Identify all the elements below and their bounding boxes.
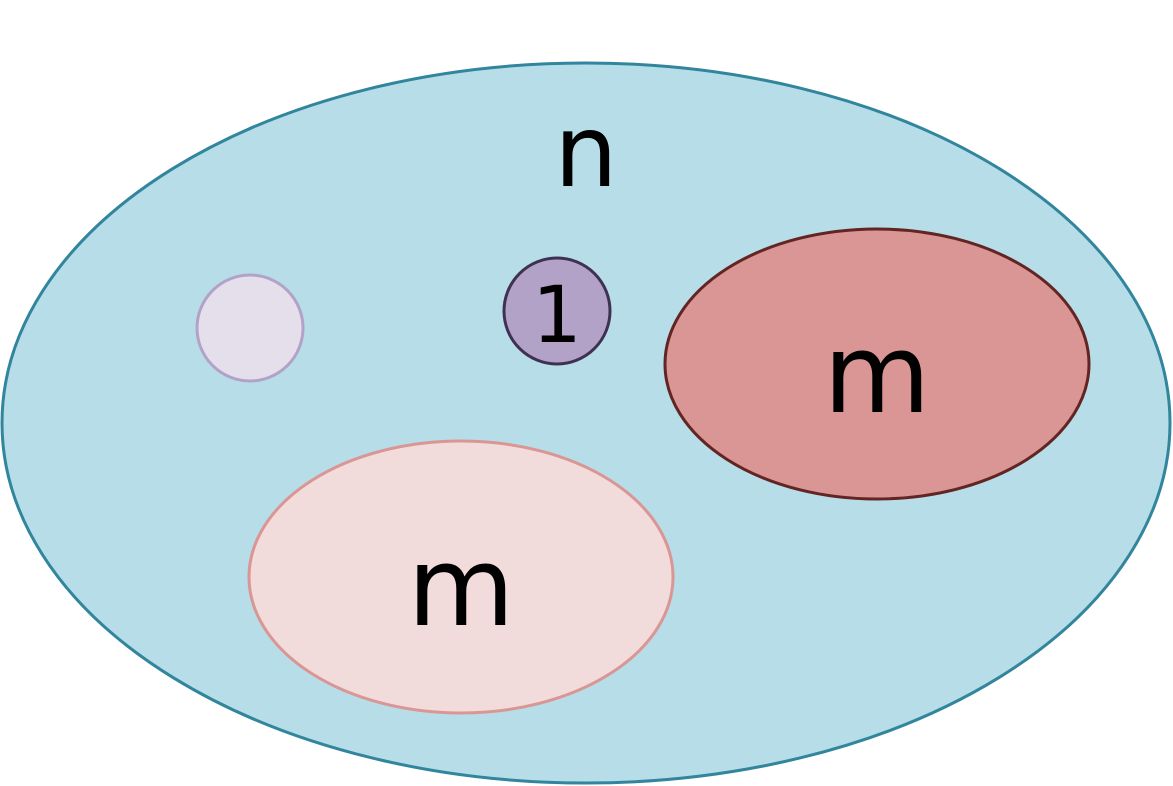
empty-small-circle (195, 273, 305, 383)
single-element-label: 1 (532, 271, 582, 361)
lower-subset-label: m (407, 523, 514, 651)
lower-subset-ellipse (247, 439, 675, 715)
right-subset-ellipse (663, 227, 1091, 501)
right-subset-label: m (823, 310, 930, 438)
single-element-circle (502, 256, 612, 366)
outer-set-label: n (554, 93, 617, 210)
